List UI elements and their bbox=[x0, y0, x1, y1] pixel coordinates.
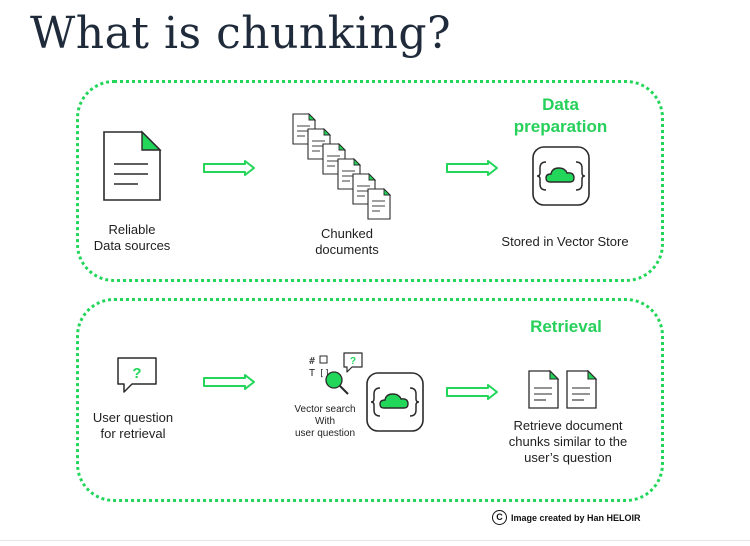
page-title: What is chunking? bbox=[30, 8, 452, 59]
retrieval-heading: Retrieval bbox=[530, 317, 602, 336]
chunk-page-icon bbox=[367, 187, 392, 220]
vector-store-icon bbox=[532, 146, 590, 206]
vector-search-label: Vector search With user question bbox=[294, 404, 356, 439]
chunked-documents-label: Chunked documents bbox=[315, 226, 379, 257]
svg-text:?: ? bbox=[132, 365, 141, 382]
data-preparation-panel bbox=[76, 80, 664, 282]
vector-store-icon bbox=[366, 372, 424, 432]
svg-text:#: # bbox=[309, 356, 315, 367]
retrieve-chunks-label: Retrieve document chunks similar to the … bbox=[508, 418, 628, 465]
document-icon bbox=[103, 130, 162, 201]
vector-store-label: Stored in Vector Store bbox=[501, 234, 629, 249]
image-credit: C Image created by Han HELOIR bbox=[492, 510, 641, 525]
retrieved-documents-icon bbox=[528, 369, 598, 409]
credit-text: Image created by Han HELOIR bbox=[511, 512, 641, 523]
svg-text:[]: [] bbox=[319, 369, 330, 379]
svg-text:?: ? bbox=[350, 356, 356, 367]
question-bubble-icon: ? bbox=[117, 357, 157, 393]
chunked-documents-icon bbox=[292, 112, 392, 220]
retrieval-panel bbox=[76, 298, 664, 502]
arrow-icon bbox=[203, 374, 255, 390]
vector-search-icon: # T [] ? bbox=[309, 352, 363, 395]
data-preparation-heading: Data preparation bbox=[513, 95, 608, 136]
reliable-sources-label: Reliable Data sources bbox=[93, 222, 171, 253]
divider bbox=[0, 540, 750, 541]
user-question-label: User question for retrieval bbox=[92, 410, 174, 441]
svg-text:T: T bbox=[309, 368, 315, 379]
arrow-icon bbox=[446, 384, 498, 400]
copyright-icon: C bbox=[492, 510, 507, 525]
arrow-icon bbox=[446, 160, 498, 176]
arrow-icon bbox=[203, 160, 255, 176]
